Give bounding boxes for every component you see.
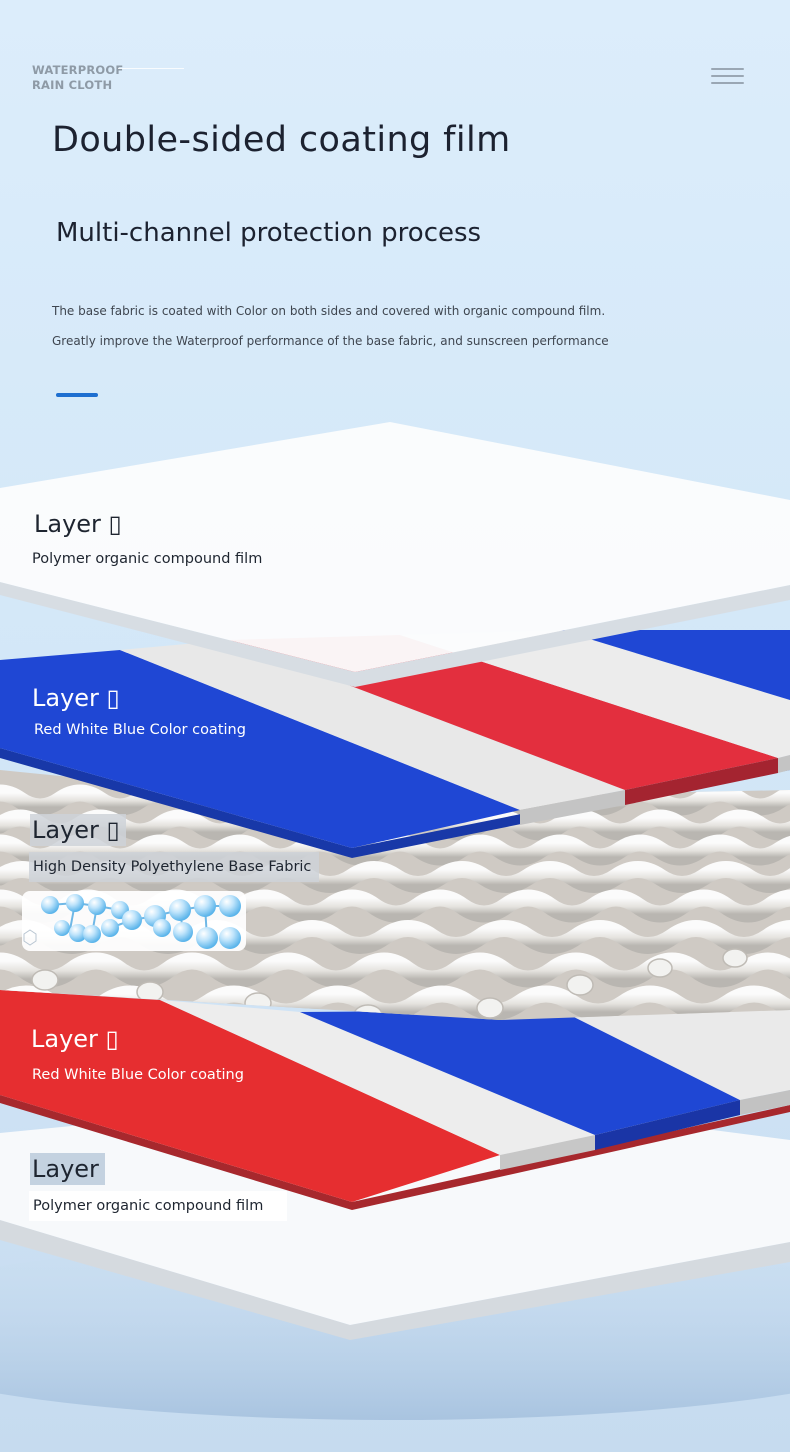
layer-1-title-text: Layer ▯ [34,510,122,538]
molecule-icon [22,891,246,951]
layer-5-title-text: Layer [32,1155,99,1183]
layer-3-text: High Density Polyethylene Base Fabric [29,852,320,882]
brand-line-1: WATERPROOF [32,63,124,77]
brand-logo: WATERPROOF RAIN CLOTH [32,63,123,93]
accent-bar [56,393,98,397]
page-title: Double-sided coating film [52,120,511,160]
layer-4-text: Red White Blue Color coating [28,1060,252,1090]
layer-2-text: Red White Blue Color coating [30,715,254,745]
layer-2-title: Layer ▯ [30,682,126,714]
layer-3-title-text: Layer ▯ [32,816,120,844]
top-film-sheet [0,422,790,687]
layer-3-title: Layer ▯ [30,814,126,846]
bottom-coating-sheet [0,990,790,1210]
top-coating-sheet [0,630,790,858]
layer-4-title-text: Layer ▯ [31,1025,119,1053]
hamburger-menu-icon[interactable] [711,68,744,86]
layer-4-title: Layer ▯ [29,1023,125,1055]
description-2: Greatly improve the Waterproof performan… [52,334,609,348]
layer-5-text: Polymer organic compound film [29,1191,288,1221]
layer-5-title: Layer [30,1153,105,1185]
layer-1-text: Polymer organic compound film [32,551,263,567]
layer-1-title: Layer ▯ [32,508,128,540]
page-subtitle: Multi-channel protection process [56,218,482,248]
description-1: The base fabric is coated with Color on … [52,304,606,318]
brand-line-2: RAIN CLOTH [32,78,113,92]
brand-divider [118,68,184,69]
layer-2-title-text: Layer ▯ [32,684,120,712]
